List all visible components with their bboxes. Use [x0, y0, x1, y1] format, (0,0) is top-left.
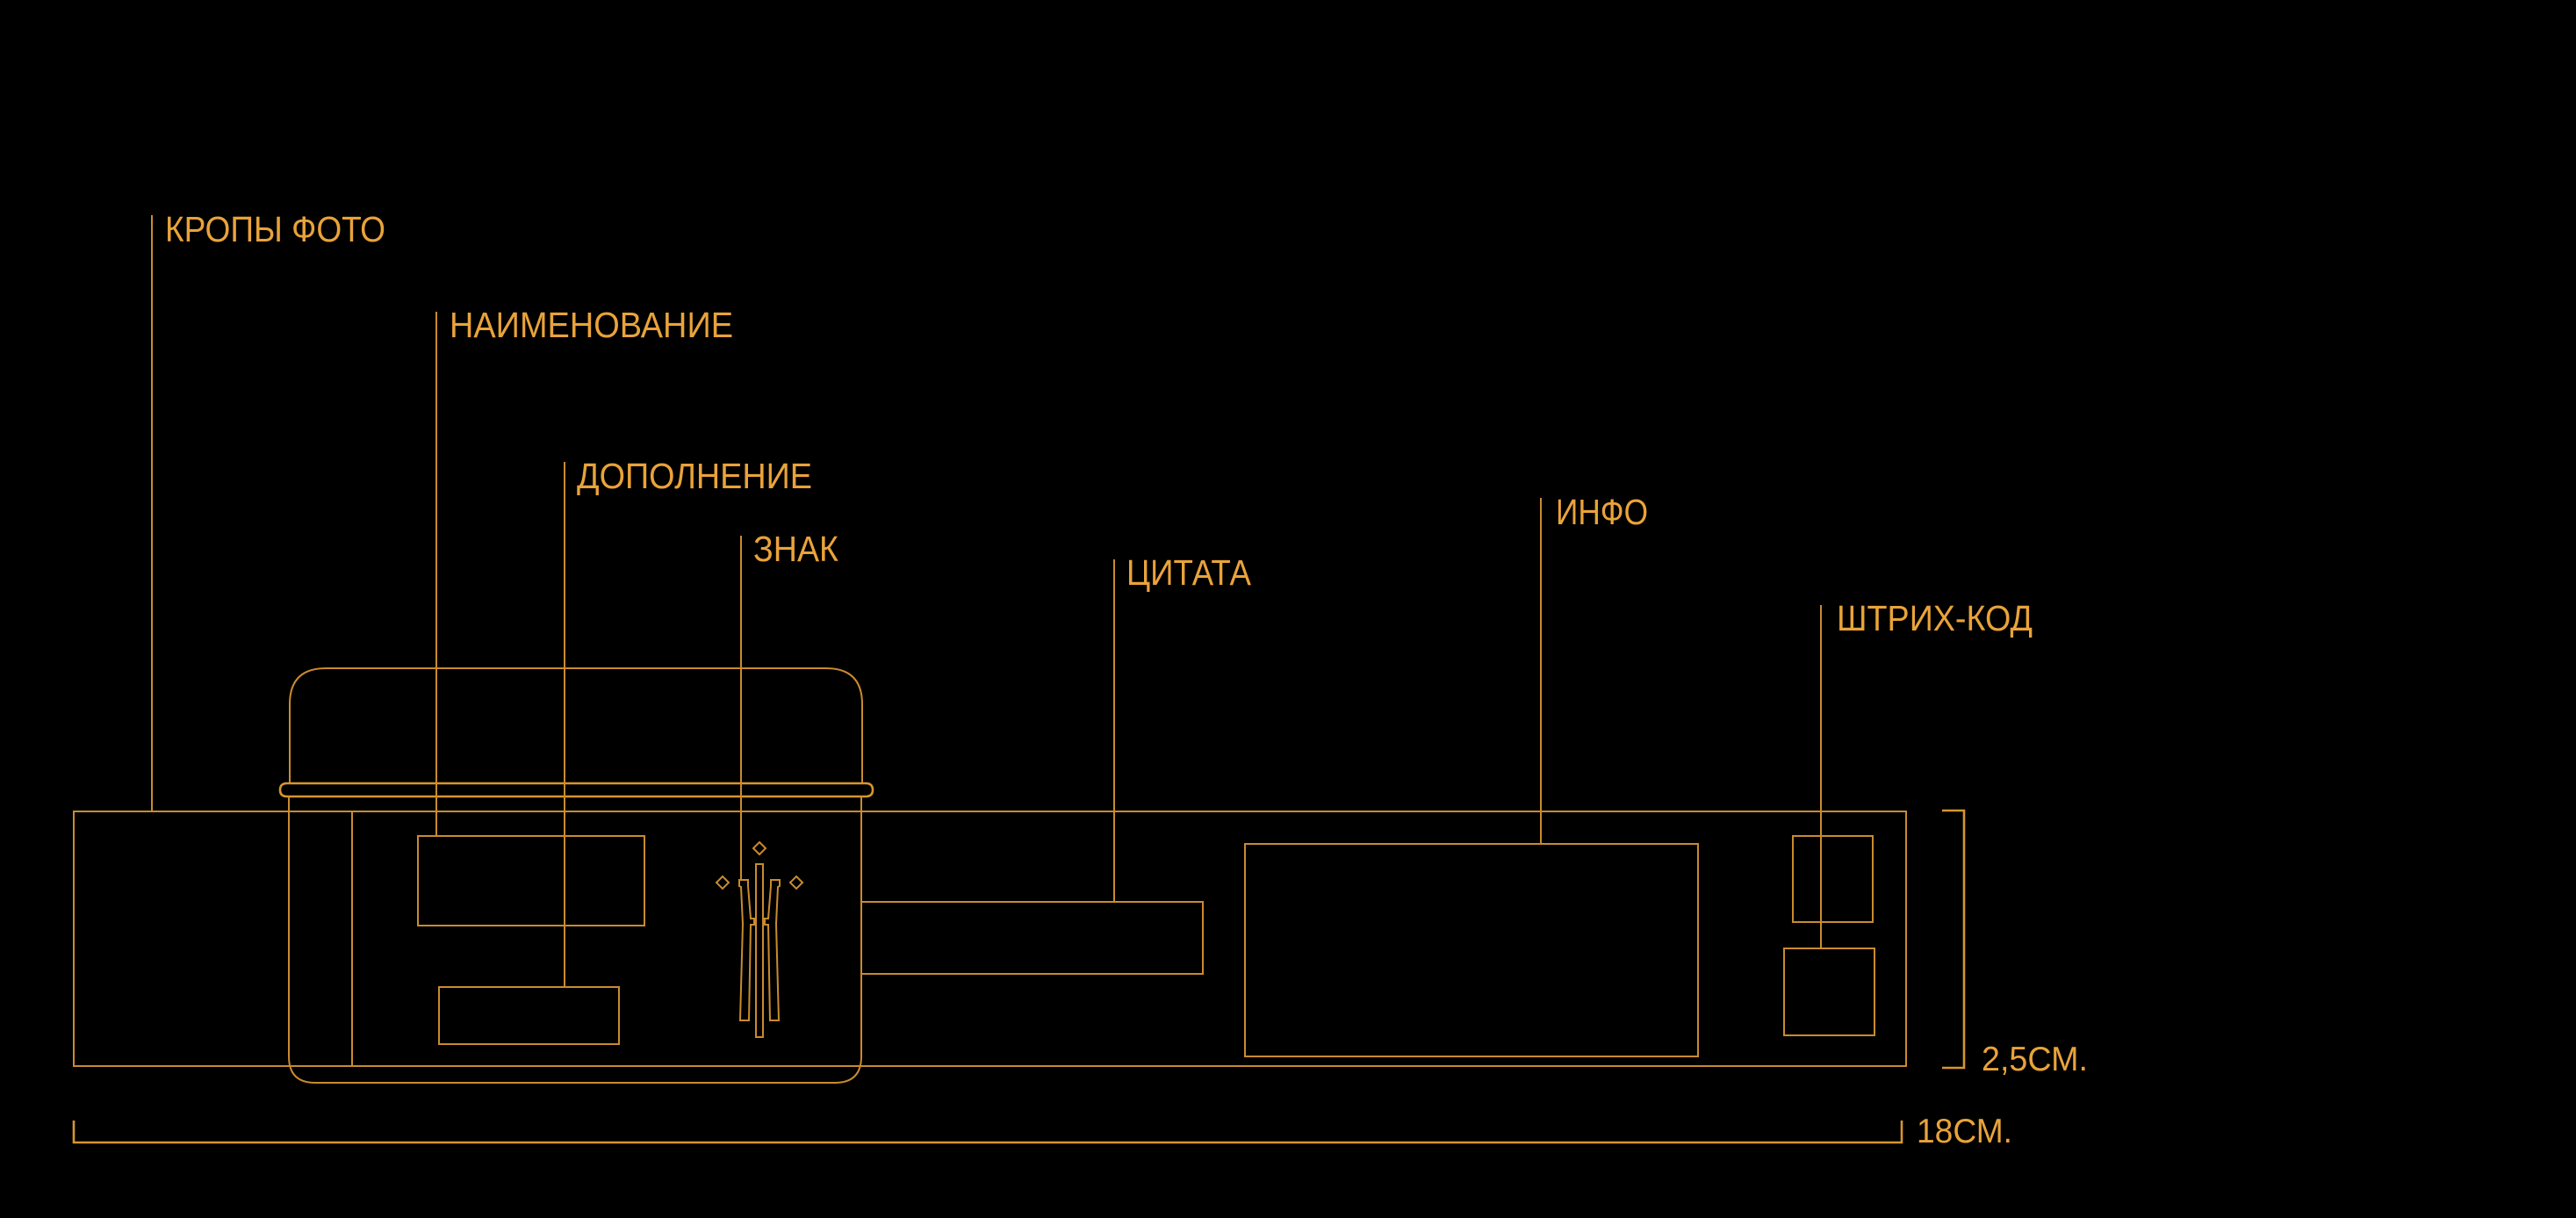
height-dimension-label: 2,5СМ.	[1982, 1041, 2088, 1078]
jar-outline	[278, 667, 874, 1084]
name-zone	[417, 835, 645, 926]
callout-label-crops: КРОПЫ ФОТО	[165, 209, 385, 249]
quote-zone	[860, 901, 1204, 975]
callout-label-name: НАИМЕНОВАНИЕ	[450, 305, 733, 345]
callout-label-addition: ДОПОЛНЕНИЕ	[577, 456, 812, 496]
jar-rim	[278, 782, 874, 798]
info-zone	[1244, 843, 1699, 1057]
callout-label-quote: ЦИТАТА	[1126, 552, 1252, 593]
width-dimension-label: 18СМ.	[1917, 1113, 2012, 1150]
emblem-center-bar	[755, 863, 764, 1038]
emblem-left-prong	[738, 879, 755, 1021]
trident-emblem-icon	[715, 840, 804, 1038]
jar-body	[288, 796, 862, 1084]
height-dimension-bracket	[1942, 809, 1966, 1070]
barcode-zone-top	[1792, 835, 1874, 923]
barcode-zone-bottom	[1783, 948, 1875, 1036]
jar-lid	[289, 667, 863, 783]
callout-label-info: ИНФО	[1556, 492, 1648, 532]
callout-label-sign: ЗНАК	[753, 529, 838, 569]
emblem-right-prong	[764, 879, 781, 1021]
width-dimension-line	[72, 1121, 1903, 1144]
addition-zone	[438, 986, 620, 1045]
emblem-diamond-left	[715, 875, 730, 890]
emblem-diamond-right	[788, 875, 804, 890]
callout-label-barcode: ШТРИХ-КОД	[1837, 598, 2033, 638]
emblem-diamond-top	[752, 840, 767, 856]
label-strip	[73, 811, 1907, 1067]
